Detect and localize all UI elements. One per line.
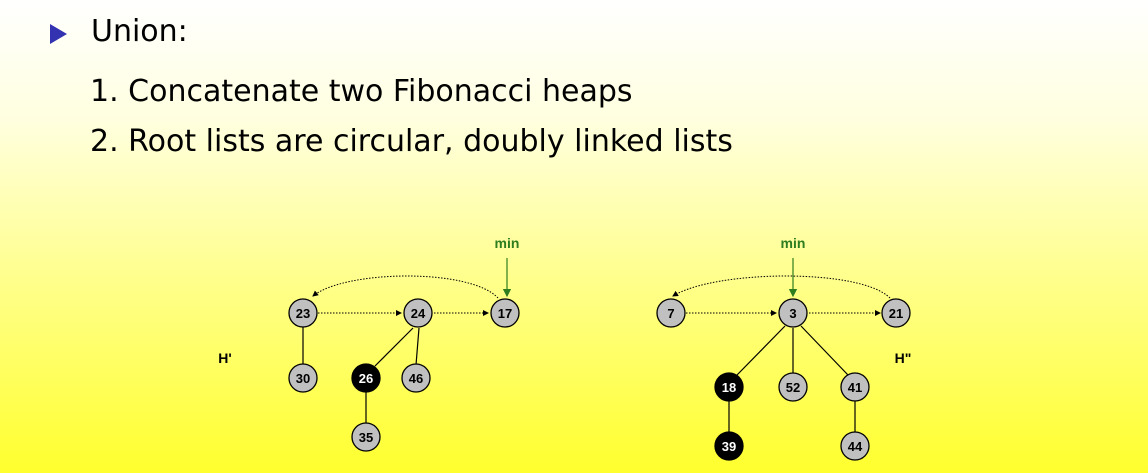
svg-text:52: 52 bbox=[786, 380, 800, 395]
list-item-text: Root lists are circular, doubly linked l… bbox=[128, 124, 733, 159]
min-label-right: min bbox=[781, 235, 806, 251]
node-3: 3 bbox=[778, 298, 808, 328]
node-39: 39 bbox=[714, 431, 744, 461]
list-item-number: 1. bbox=[90, 74, 119, 109]
svg-text:23: 23 bbox=[296, 306, 310, 321]
edge-3-18 bbox=[736, 325, 786, 376]
svg-text:41: 41 bbox=[848, 380, 862, 395]
list-item-text: Concatenate two Fibonacci heaps bbox=[128, 74, 633, 109]
node-17: 17 bbox=[490, 298, 520, 328]
min-label-left: min bbox=[495, 235, 520, 251]
svg-text:3: 3 bbox=[789, 306, 796, 321]
svg-text:7: 7 bbox=[667, 306, 674, 321]
svg-text:46: 46 bbox=[409, 371, 423, 386]
node-7: 7 bbox=[656, 298, 686, 328]
node-41: 41 bbox=[840, 372, 870, 402]
svg-text:26: 26 bbox=[359, 371, 373, 386]
list-item-number: 2. bbox=[90, 124, 119, 159]
node-18: 18 bbox=[714, 372, 744, 402]
node-52: 52 bbox=[778, 372, 808, 402]
root-link-17-23 bbox=[312, 275, 499, 299]
root-link-21-7 bbox=[672, 275, 891, 299]
svg-text:30: 30 bbox=[296, 371, 310, 386]
bullet-union: Union: bbox=[50, 14, 188, 49]
svg-text:35: 35 bbox=[359, 430, 373, 445]
node-26: 26 bbox=[351, 363, 381, 393]
node-46: 46 bbox=[401, 363, 431, 393]
heap-label-right: H" bbox=[895, 350, 912, 366]
svg-text:17: 17 bbox=[498, 306, 512, 321]
bullet-label: Union: bbox=[91, 14, 188, 49]
svg-text:39: 39 bbox=[722, 439, 736, 454]
edge-3-41 bbox=[800, 325, 849, 376]
edge-24-26 bbox=[374, 327, 414, 367]
heap-left: min H' 23 24 17 30 26 46 bbox=[218, 235, 520, 452]
node-30: 30 bbox=[288, 363, 318, 393]
svg-text:24: 24 bbox=[411, 306, 426, 321]
node-44: 44 bbox=[840, 431, 870, 461]
svg-text:18: 18 bbox=[722, 380, 736, 395]
heap-label-left: H' bbox=[218, 350, 231, 366]
triangle-bullet-icon bbox=[50, 23, 67, 44]
node-23: 23 bbox=[288, 298, 318, 328]
node-24: 24 bbox=[403, 298, 433, 328]
list-item-2: 2. Root lists are circular, doubly linke… bbox=[90, 124, 733, 159]
heap-right: min H" 7 3 21 18 52 41 3 bbox=[656, 235, 912, 461]
svg-text:21: 21 bbox=[889, 306, 903, 321]
node-21: 21 bbox=[881, 298, 911, 328]
list-item-1: 1. Concatenate two Fibonacci heaps bbox=[90, 74, 633, 109]
svg-text:44: 44 bbox=[848, 439, 863, 454]
edge-24-46 bbox=[415, 327, 420, 366]
node-35: 35 bbox=[351, 422, 381, 452]
